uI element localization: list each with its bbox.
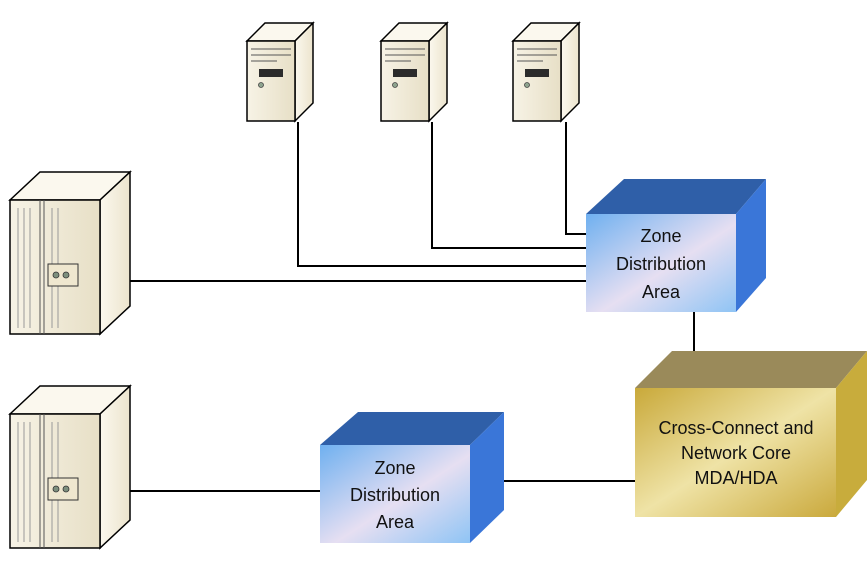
zda-bottom-top-face <box>320 412 504 445</box>
rack-server-1 <box>8 170 132 336</box>
zda-top-label-line-2: Distribution <box>616 254 706 274</box>
zda-top-side-face <box>736 179 766 312</box>
zda-top-label-line-3: Area <box>642 282 681 302</box>
core-front-face <box>635 388 836 517</box>
zda-bottom-label-line-3: Area <box>376 512 415 532</box>
zda-bottom-side-face <box>470 412 504 543</box>
core-label-line-1: Cross-Connect and <box>658 418 813 438</box>
zone-distribution-area-bottom: Zone Distribution Area <box>320 412 504 543</box>
connections <box>130 122 695 492</box>
link-server-2-to-zda-top <box>431 122 586 249</box>
core-label-line-3: MDA/HDA <box>694 468 777 488</box>
zda-top-label-line-1: Zone <box>640 226 681 246</box>
zone-distribution-area-top: Zone Distribution Area <box>586 179 766 312</box>
zda-bottom-front-face <box>320 445 470 543</box>
zda-top-top-face <box>586 179 766 214</box>
core-label-line-2: Network Core <box>681 443 791 463</box>
cross-connect-network-core: Cross-Connect and Network Core MDA/HDA <box>635 351 867 517</box>
zda-top-front-face <box>586 214 736 312</box>
rack-server-2 <box>8 384 132 550</box>
zda-bottom-label-line-2: Distribution <box>350 485 440 505</box>
link-server-1-to-zda-top <box>297 122 586 267</box>
tower-server-1 <box>245 21 315 123</box>
tower-server-3 <box>511 21 581 123</box>
zda-bottom-label-line-1: Zone <box>374 458 415 478</box>
tower-server-2 <box>379 21 449 123</box>
core-top-face <box>635 351 867 388</box>
core-side-face <box>836 351 867 517</box>
link-server-3-to-zda-top <box>565 122 586 235</box>
